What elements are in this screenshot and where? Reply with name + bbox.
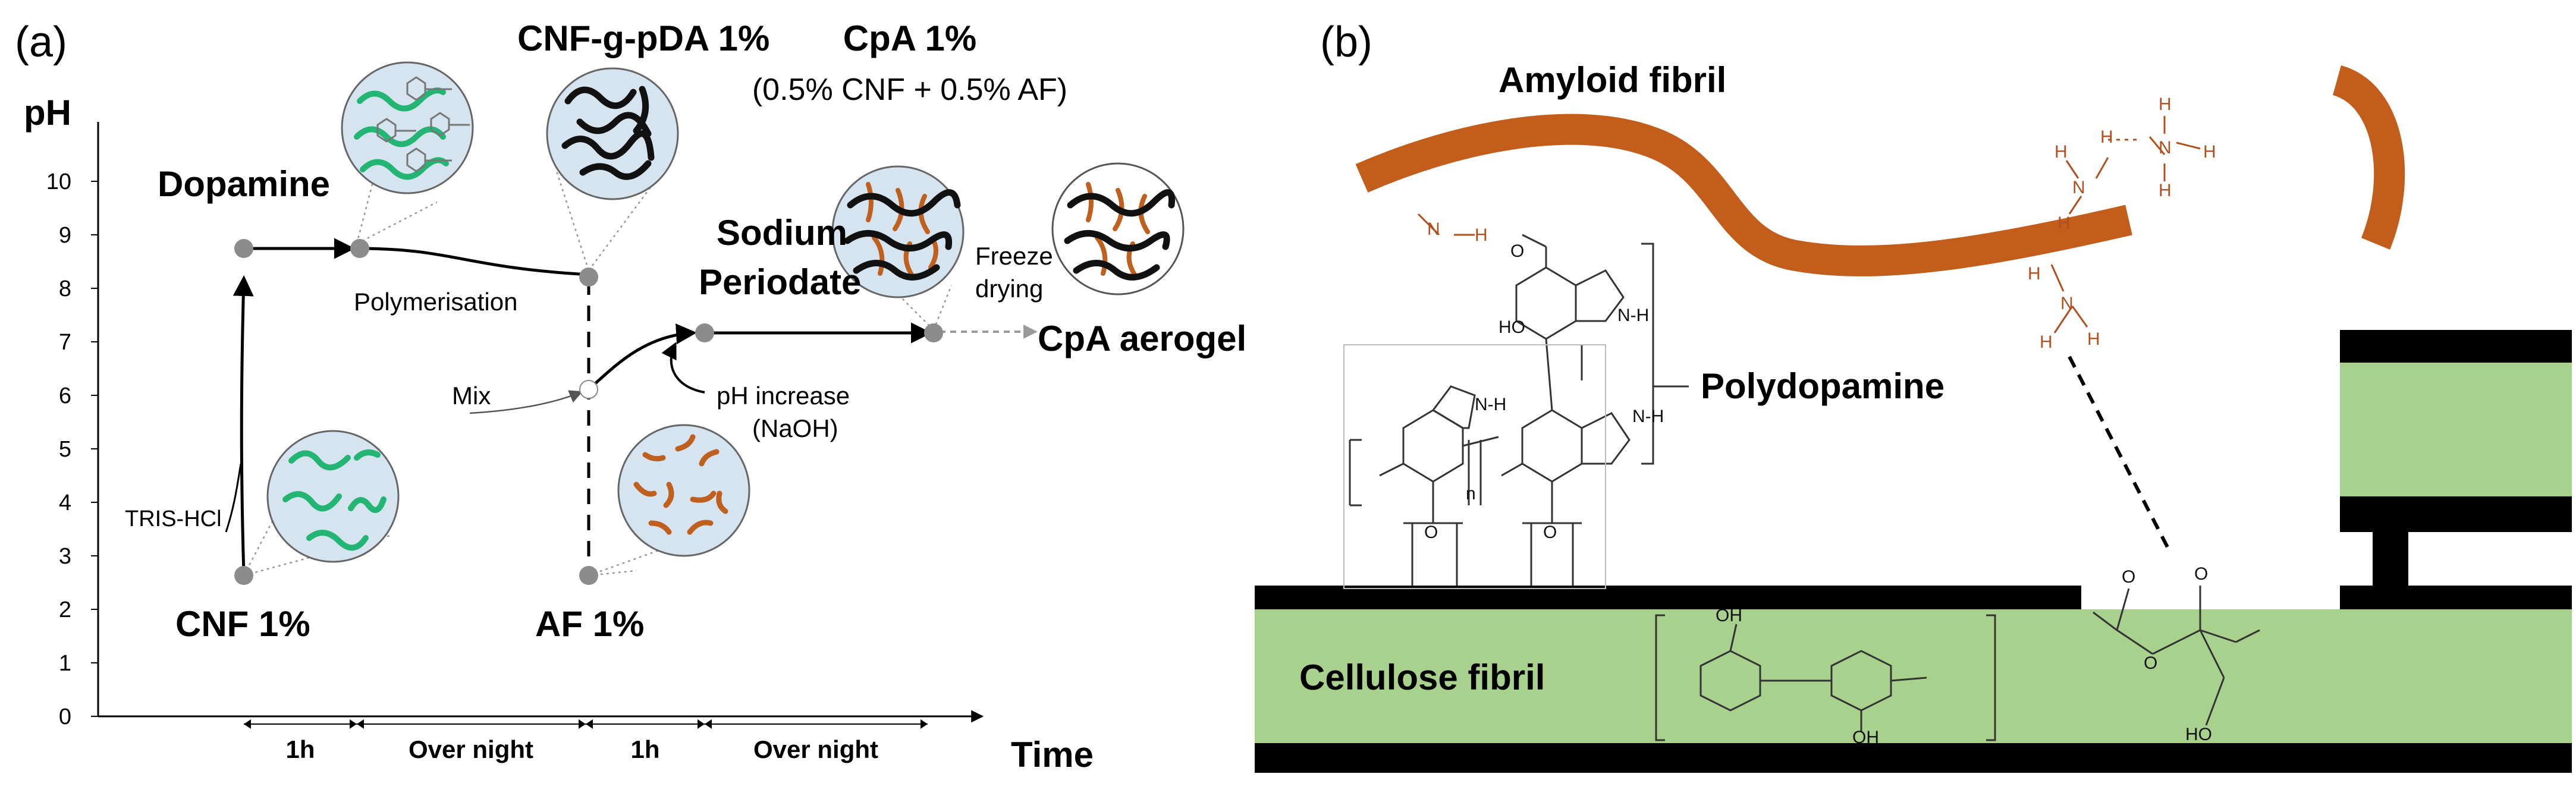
process-arrows <box>225 238 1038 574</box>
ph-increase-label: pH increase <box>717 382 850 410</box>
chem-o-top: O <box>1510 241 1524 261</box>
amine-n-2: N <box>2060 294 2074 313</box>
polydopamine-label: Polydopamine <box>1701 366 1944 406</box>
panel-b: (b) Amyloid fibril Cellulose fibril <box>1255 18 2572 773</box>
amine-labels: N H H N H H H N H H H N H H <box>1427 95 2216 352</box>
chem-o-bottom-2: O <box>1543 523 1557 542</box>
cellulose-oh-1: OH <box>1716 606 1742 625</box>
dopamine-label: Dopamine <box>158 164 330 204</box>
amine-h-1: H <box>1475 225 1488 245</box>
interval-1: 1h <box>285 735 315 763</box>
y-ticks: 0 1 2 3 4 5 6 7 8 9 10 <box>46 169 98 729</box>
amine-h-6: H <box>2057 213 2071 233</box>
chem-o-bottom-1: O <box>1424 523 1438 542</box>
tris-label: TRIS-HCl <box>125 506 222 531</box>
chem-nh-2: N-H <box>1475 395 1506 414</box>
aerogel-circle <box>1051 162 1185 295</box>
amine-h-4: H <box>2087 329 2100 349</box>
naoh-label: (NaOH) <box>752 414 838 442</box>
panel-b-label: (b) <box>1320 18 1372 66</box>
cellulose-fibril <box>1255 609 2572 743</box>
amyloid-fibril-label: Amyloid fibril <box>1499 60 1726 100</box>
dopamine-circle <box>341 61 474 194</box>
cnf-label: CNF 1% <box>175 604 310 644</box>
af-label: AF 1% <box>535 604 644 644</box>
y-tick-label: 3 <box>59 544 71 569</box>
bottom-black-bar <box>1255 743 2572 773</box>
imine-bond <box>2068 355 2172 554</box>
amine-h-2: H <box>2028 264 2041 284</box>
y-tick-label: 5 <box>59 437 71 462</box>
interval-4: Over night <box>753 735 878 763</box>
cpa-subtitle: (0.5% CNF + 0.5% AF) <box>752 73 1067 107</box>
y-tick-label: 9 <box>59 223 71 248</box>
cpa-circle <box>831 165 965 298</box>
panel-a: (a) pH Time 0 1 2 3 4 5 6 7 8 9 10 1h Over night 1… <box>15 18 1246 775</box>
stack-post <box>2373 532 2408 589</box>
cpa-title: CpA 1% <box>843 18 976 58</box>
stack-green <box>2340 363 2572 496</box>
y-tick-label: 0 <box>59 704 71 729</box>
chem-nh-1: N-H <box>1617 306 1649 325</box>
y-tick-label: 2 <box>59 597 71 622</box>
y-tick-label: 6 <box>59 383 71 408</box>
polydopamine-structure <box>1343 234 1689 589</box>
chem-ho: HO <box>1499 317 1525 337</box>
stack-cap-bottom <box>2340 496 2572 532</box>
panel-a-label: (a) <box>15 18 67 66</box>
amine-n-1: N <box>1427 219 1440 239</box>
y-tick-label: 4 <box>59 490 71 515</box>
aldehyde-o-1: O <box>2122 567 2135 587</box>
amine-h-3: H <box>2040 332 2053 352</box>
interval-3: 1h <box>630 735 659 763</box>
y-tick-label: 7 <box>59 330 71 355</box>
chem-nh-3: N-H <box>1632 407 1664 426</box>
amine-h-7: H <box>2100 127 2113 147</box>
amine-h-10: H <box>2159 181 2172 200</box>
chem-sub-n: n <box>1466 484 1476 504</box>
x-axis-label: Time <box>1011 735 1094 775</box>
sodium-label: Sodium <box>717 213 847 253</box>
amyloid-fibril-segment <box>2332 65 2405 250</box>
cellulose-structure <box>1655 586 2260 741</box>
amine-h-8: H <box>2159 95 2172 114</box>
freeze-label: Freeze <box>975 242 1053 270</box>
amyloid-fibril <box>1355 114 2132 276</box>
periodate-label: Periodate <box>699 262 861 302</box>
y-tick-label: 1 <box>59 651 71 676</box>
cnf-g-pda-circle <box>546 67 679 200</box>
amine-h-9: H <box>2203 142 2216 162</box>
ring-o: O <box>2144 653 2157 673</box>
aldehyde-ho: HO <box>2185 725 2212 744</box>
cellulose-fibril-label: Cellulose fibril <box>1299 657 1545 697</box>
cnf-g-pda-label: CNF-g-pDA 1% <box>517 18 769 58</box>
top-black-bar-left <box>1255 586 2081 609</box>
y-tick-label: 10 <box>46 169 71 194</box>
aldehyde-o-2: O <box>2194 564 2208 584</box>
amine-n-4: N <box>2159 138 2172 158</box>
stack-cap-top <box>2340 330 2572 363</box>
cpa-aerogel-label: CpA aerogel <box>1038 319 1246 358</box>
process-points <box>234 239 943 585</box>
y-tick-label: 8 <box>59 276 71 301</box>
amine-h-5: H <box>2054 142 2068 162</box>
drying-label: drying <box>975 275 1043 303</box>
top-black-bar-right <box>2340 586 2572 609</box>
af-circle <box>617 424 750 557</box>
cnf-circle <box>266 430 400 563</box>
mix-label: Mix <box>452 382 491 410</box>
cellulose-oh-2: OH <box>1852 728 1879 747</box>
polymerisation-label: Polymerisation <box>354 288 517 316</box>
y-axis-label: pH <box>24 93 71 133</box>
amine-groups <box>1417 116 2201 333</box>
interval-2: Over night <box>409 735 533 763</box>
amine-n-3: N <box>2072 178 2085 197</box>
time-intervals: 1h Over night 1h Over night <box>244 719 928 763</box>
